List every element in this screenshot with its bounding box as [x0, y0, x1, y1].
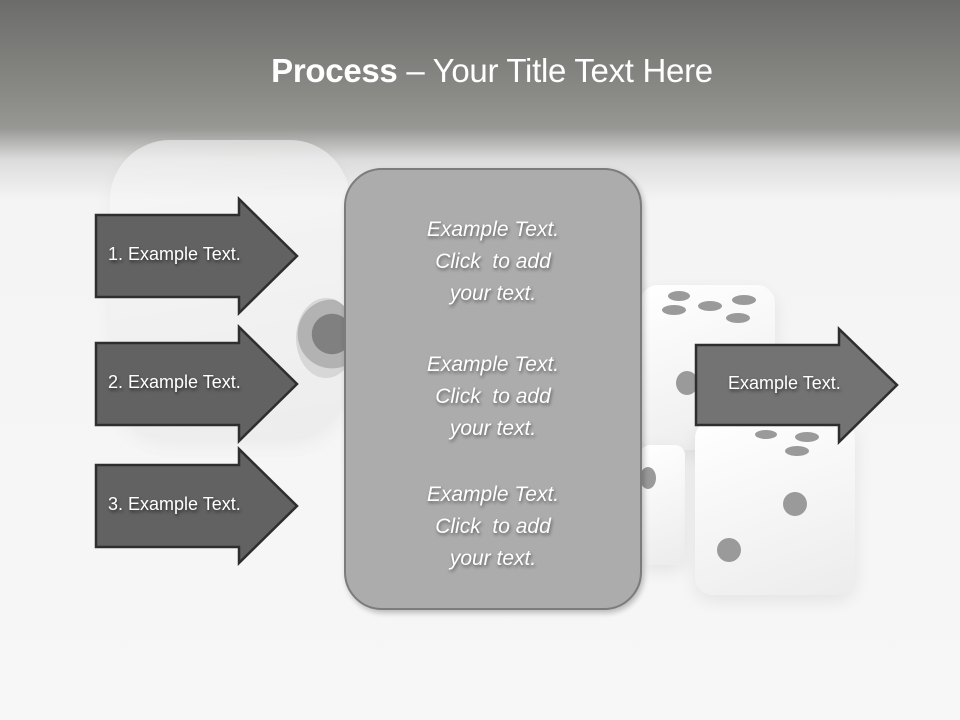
panel-line: your text. [449, 417, 537, 440]
panel-text-block-1[interactable]: Example Text. Click to add your text. [346, 214, 640, 310]
center-text-panel[interactable]: Example Text. Click to add your text. Ex… [344, 168, 642, 610]
panel-line: Click to add [435, 385, 551, 408]
arrow-label: 1. Example Text. [108, 244, 241, 264]
process-arrow-3[interactable]: 3. Example Text. [94, 446, 299, 566]
result-arrow[interactable]: Example Text. [694, 326, 899, 445]
title-bold: Process [271, 52, 398, 89]
panel-line: your text. [449, 547, 537, 570]
arrow-label: 2. Example Text. [108, 372, 241, 392]
panel-text-block-3[interactable]: Example Text. Click to add your text. [346, 479, 640, 575]
panel-line: Click to add [435, 515, 551, 538]
panel-text-block-2[interactable]: Example Text. Click to add your text. [346, 349, 640, 445]
panel-line: Example Text. [426, 483, 560, 506]
arrow-right-icon [94, 446, 299, 566]
process-arrow-1[interactable]: 1. Example Text. [94, 196, 299, 316]
arrow-right-icon [694, 326, 899, 445]
panel-line: your text. [449, 282, 537, 305]
title-rest: – Your Title Text Here [397, 52, 713, 89]
panel-line: Click to add [435, 250, 551, 273]
background-die-bottom [695, 420, 855, 595]
arrow-right-icon [94, 324, 299, 444]
panel-line: Example Text. [426, 353, 560, 376]
arrow-label: 3. Example Text. [108, 494, 241, 514]
process-arrow-2[interactable]: 2. Example Text. [94, 324, 299, 444]
panel-line: Example Text. [426, 218, 560, 241]
arrow-label: Example Text. [728, 373, 841, 393]
arrow-right-icon [94, 196, 299, 316]
background-die-back [640, 445, 685, 565]
slide-title[interactable]: Process – Your Title Text Here [0, 52, 960, 90]
